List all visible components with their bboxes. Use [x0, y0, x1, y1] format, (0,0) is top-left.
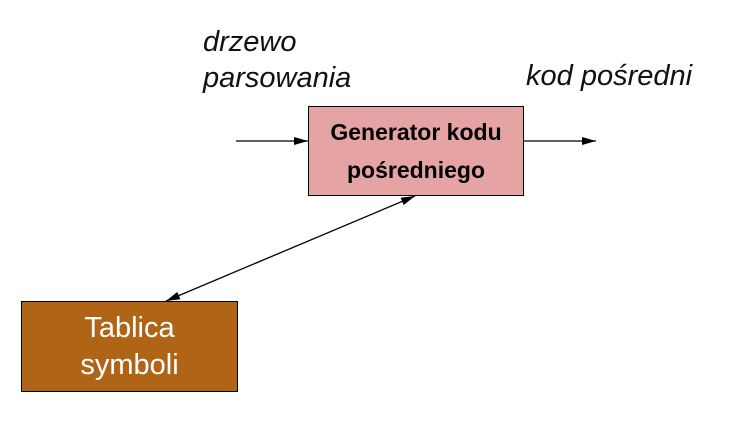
symbol-table-box: Tablica symboli [21, 301, 238, 392]
bidirectional-arrow [165, 195, 416, 302]
output-label: kod pośredni [526, 60, 693, 92]
generator-box-line1: Generator kodu [330, 119, 502, 145]
symbol-table-box-line2: symboli [80, 348, 179, 381]
input-label-line2: parsowania [203, 62, 352, 94]
input-label-line1: drzewo [203, 26, 297, 58]
input-label: drzewo parsowania [203, 24, 351, 96]
generator-box-line2: pośredniego [346, 157, 485, 183]
symbol-table-box-line1: Tablica [84, 311, 175, 344]
generator-box: Generator kodu pośredniego [308, 106, 524, 196]
